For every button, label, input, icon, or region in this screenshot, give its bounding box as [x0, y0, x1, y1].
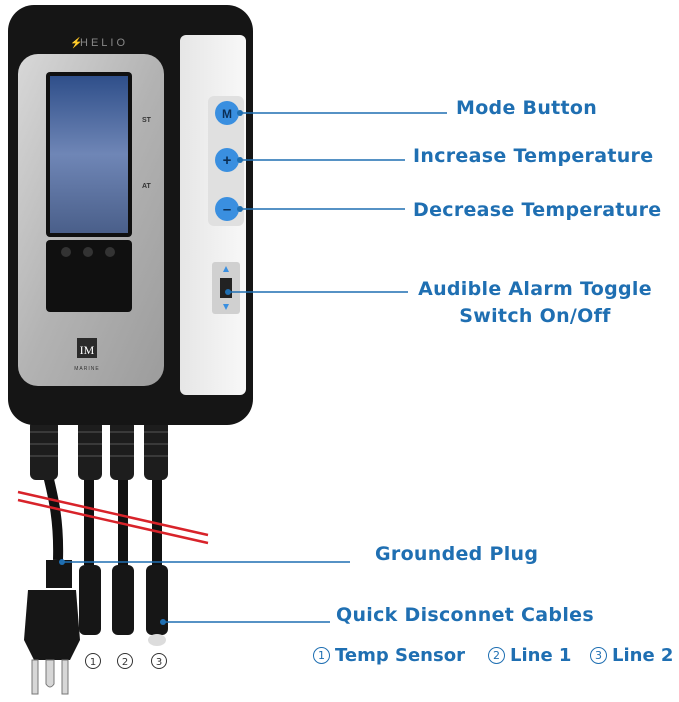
legend-text: Temp Sensor [335, 645, 465, 666]
at-label: AT [142, 183, 152, 190]
arrow-down-icon [223, 304, 229, 310]
mode-button[interactable] [215, 101, 239, 125]
cable-number-3: 3 [156, 657, 162, 668]
callout-lines [62, 112, 447, 623]
callout-alarm-toggle-line2: Switch On/Off [459, 305, 611, 327]
mode-symbol: M [222, 107, 232, 121]
legend-item-temp-sensor: 1 Temp Sensor [313, 645, 465, 666]
callout-grounded-plug: Grounded Plug [375, 543, 539, 565]
arrow-up-icon [223, 266, 229, 272]
maker-logo: IM [80, 343, 95, 357]
side-buttons: M + – [208, 96, 244, 314]
callout-dots [59, 110, 243, 625]
cable-number-1: 1 [90, 657, 96, 668]
grounded-plug [24, 560, 80, 695]
cable-cut-lines [17, 490, 209, 545]
legend-number: 1 [313, 647, 330, 664]
callout-alarm-toggle-line1: Audible Alarm Toggle [418, 278, 652, 300]
decrease-button[interactable] [215, 197, 239, 221]
quick-disconnect-connectors [79, 565, 168, 646]
minus-symbol: – [223, 201, 231, 218]
legend-number: 2 [488, 647, 505, 664]
legend-item-line-2: 3 Line 2 [590, 645, 673, 666]
legend-text: Line 1 [510, 645, 572, 666]
legend-item-line-1: 2 Line 1 [488, 645, 571, 666]
maker-name: MARINE [74, 366, 99, 372]
alarm-toggle-switch[interactable] [220, 278, 232, 298]
cable-number-2: 2 [122, 657, 128, 668]
callout-mode-button: Mode Button [456, 97, 598, 119]
increase-button[interactable] [215, 148, 239, 172]
legend-number: 3 [590, 647, 607, 664]
lightning-icon: ⚡ [70, 36, 82, 49]
st-label: ST [142, 117, 152, 124]
callout-alarm-toggle: Audible Alarm Toggle Switch On/Off [410, 276, 660, 330]
cables [30, 419, 168, 565]
plus-symbol: + [223, 152, 232, 169]
brand-text: HELIO [80, 37, 128, 49]
callout-quick-disconnect: Quick Disconnet Cables [336, 604, 594, 626]
callout-increase-temperature: Increase Temperature [413, 145, 654, 167]
callout-decrease-temperature: Decrease Temperature [413, 199, 662, 221]
legend-text: Line 2 [612, 645, 674, 666]
controller-body [8, 5, 253, 425]
